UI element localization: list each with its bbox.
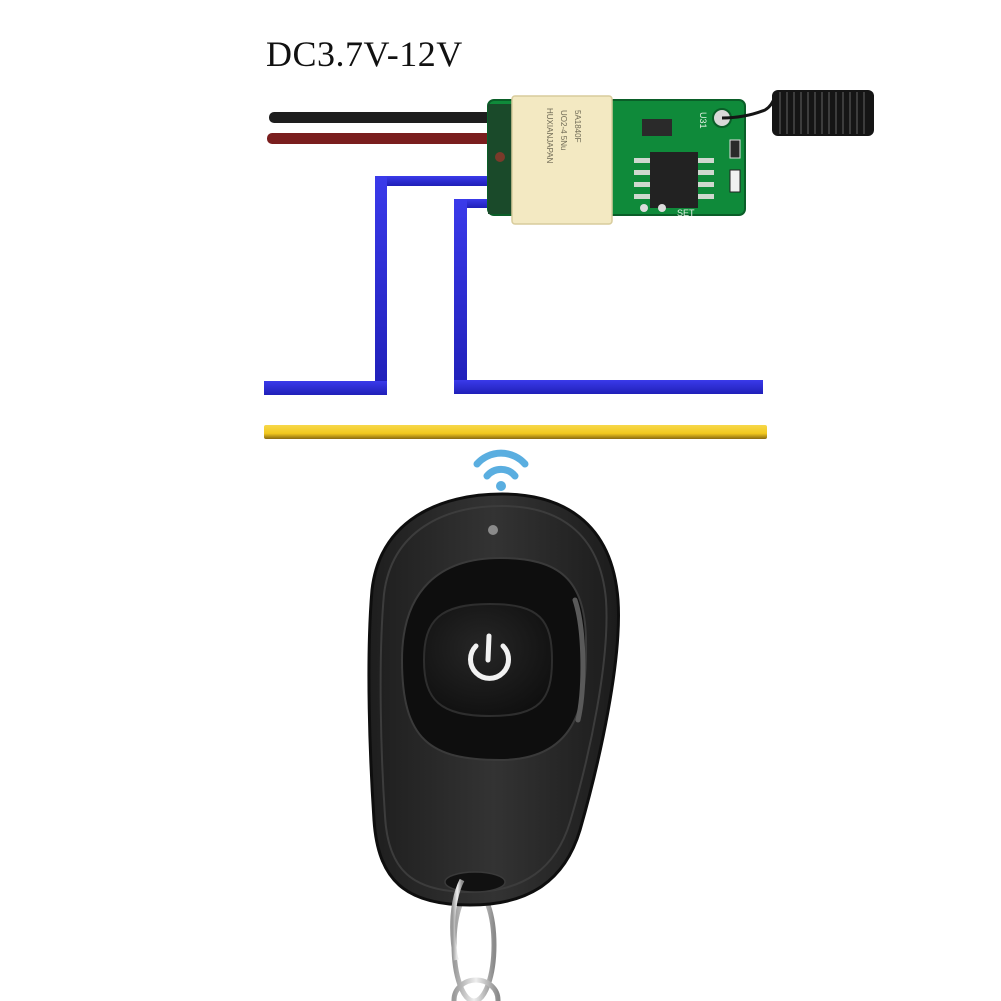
black-wire	[269, 112, 501, 123]
relay-marking-3: HUXIANJAPAN	[545, 108, 554, 164]
ic-chip	[650, 152, 698, 208]
switched-output-wires	[264, 176, 763, 395]
wifi-signal-icon	[473, 449, 529, 491]
pcb-label-set: SET	[677, 208, 695, 218]
pcb-label-top: U31	[698, 112, 708, 129]
receiver-module: 5A1840F UO2-4 5Nu HUXIANJAPAN	[487, 95, 746, 225]
led-indicator	[488, 525, 498, 535]
antenna-coil	[721, 90, 874, 136]
power-input-wires	[267, 112, 501, 144]
relay-marking-1: 5A1840F	[573, 110, 582, 143]
relay-marking-2: UO2-4 5Nu	[559, 110, 568, 150]
keyring-hole	[444, 871, 506, 893]
yellow-wire	[264, 425, 767, 439]
relay	[512, 96, 612, 224]
voltage-range-label: DC3.7V-12V	[266, 34, 463, 74]
power-icon	[468, 633, 511, 681]
remote-control	[367, 492, 620, 1001]
red-wire	[267, 133, 501, 144]
